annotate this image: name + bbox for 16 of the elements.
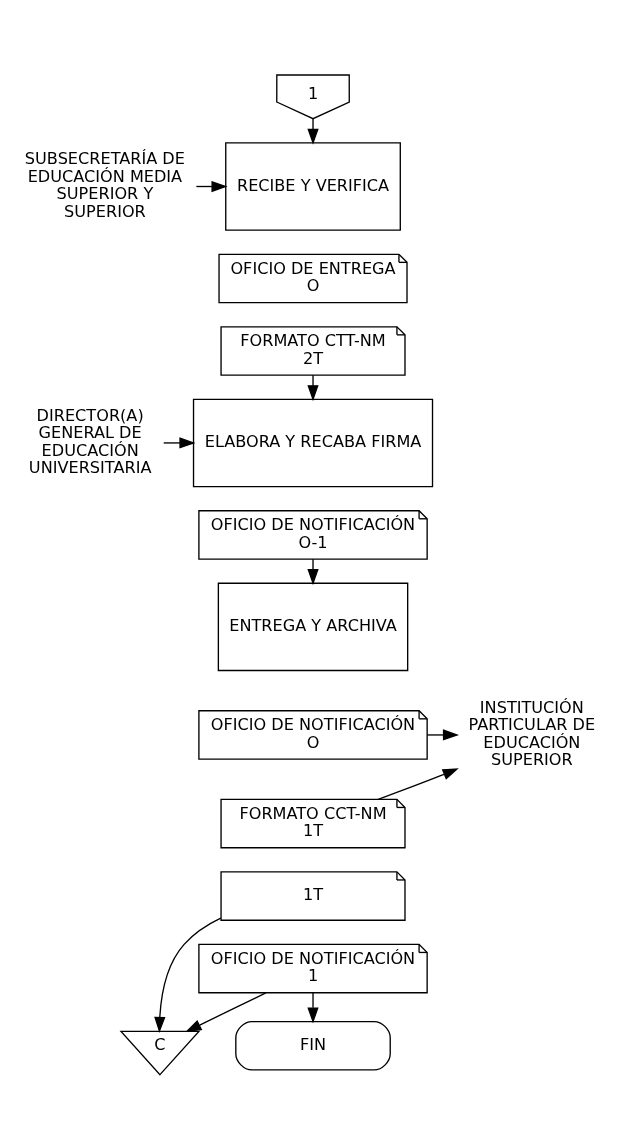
arrow bbox=[307, 374, 319, 402]
node-text: DIRECTOR(A) GENERAL DE EDUCACIÓN UNIVERSITARIA bbox=[28, 405, 152, 478]
arrow bbox=[307, 992, 319, 1024]
node-box: ENTREGA Y ARCHIVA bbox=[217, 582, 409, 672]
node-text: SUBSECRETARÍA DE EDUCACIÓN MEDIA SUPERIOR Y SUPERIOR bbox=[24, 149, 185, 221]
node-box: FIN bbox=[235, 1020, 391, 1071]
node-box: ELABORA Y RECABA FIRMA bbox=[192, 398, 434, 488]
arrow bbox=[185, 992, 267, 1033]
arrow bbox=[307, 558, 319, 586]
node-box: RECIBE Y VERIFICA bbox=[225, 142, 401, 231]
arrow bbox=[307, 118, 319, 145]
node-text: INSTITUCIÓN PARTICULAR DE EDUCACIÓN SUPERIOR bbox=[468, 697, 596, 770]
arrow bbox=[426, 729, 460, 741]
arrow bbox=[163, 437, 196, 449]
arrow bbox=[154, 917, 222, 1033]
arrow bbox=[377, 768, 459, 800]
